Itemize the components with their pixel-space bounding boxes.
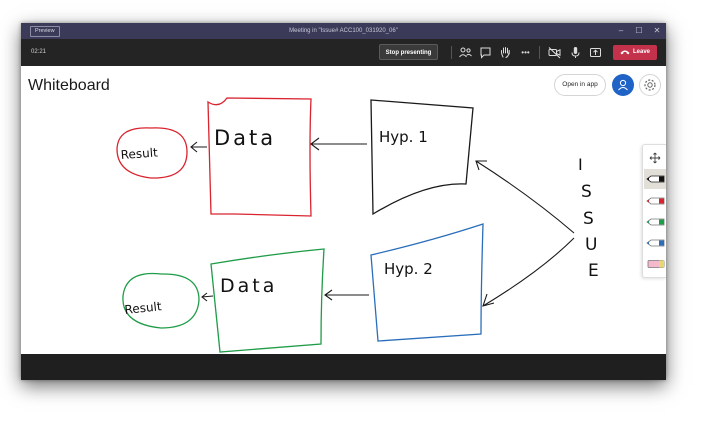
arrow-issue-to-hyp1 [475, 160, 575, 234]
issue-letter-2: S [581, 182, 592, 202]
window-title: Meeting in "Issue# ACC100_031920_06" [289, 28, 398, 34]
leave-label: Leave [633, 49, 651, 55]
arrow-hyp1-to-data-top [310, 137, 367, 151]
teams-meeting-window: Preview Meeting in "Issue# ACC100_031920… [21, 23, 666, 380]
gear-icon [644, 79, 656, 91]
person-icon [618, 79, 628, 91]
whiteboard-canvas[interactable]: Whiteboard Open in app Result Data Hyp. … [21, 66, 666, 354]
green-pen[interactable] [644, 212, 666, 232]
hyp2-label: Hyp. 2 [384, 260, 433, 278]
open-in-app-button[interactable]: Open in app [554, 74, 606, 96]
highlighter[interactable] [644, 254, 666, 274]
result-top-circle [116, 127, 188, 179]
red-pen[interactable] [644, 191, 666, 211]
arrow-hyp2-to-data-bottom [324, 289, 369, 301]
preview-badge: Preview [30, 26, 60, 37]
settings-button[interactable] [639, 74, 661, 96]
data-bottom-label: Data [220, 275, 277, 297]
black-pen[interactable] [644, 169, 666, 189]
stop-presenting-button[interactable]: Stop presenting [379, 44, 438, 60]
title-bar: Preview Meeting in "Issue# ACC100_031920… [21, 23, 666, 39]
result-bottom-circle [122, 272, 200, 329]
issue-letter-3: S [583, 209, 594, 229]
arrow-issue-to-hyp2 [482, 237, 575, 307]
chat-icon[interactable] [478, 45, 493, 60]
meeting-toolbar: 02:21 Stop presenting ••• Leave [21, 39, 666, 66]
hyp1-label: Hyp. 1 [379, 128, 428, 146]
arrow-data-to-result-top [190, 141, 207, 153]
whiteboard-title: Whiteboard [28, 77, 110, 94]
camera-off-icon[interactable] [547, 45, 562, 60]
maximize-button[interactable]: ☐ [635, 26, 643, 35]
more-actions-icon[interactable]: ••• [521, 48, 530, 57]
data-top-label: Data [214, 126, 276, 150]
meeting-timer: 02:21 [31, 49, 47, 55]
move-icon[interactable] [644, 148, 666, 168]
share-tray-icon[interactable] [588, 45, 603, 60]
blue-pen[interactable] [644, 233, 666, 253]
minimize-button[interactable]: – [618, 26, 624, 35]
pen-tray [642, 144, 666, 278]
arrow-data-to-result-bottom [201, 292, 214, 302]
toolbar-divider [451, 46, 452, 59]
result-bottom-label: Result [124, 299, 163, 317]
participants-icon[interactable] [458, 45, 473, 60]
avatar[interactable] [612, 74, 634, 96]
issue-letter-1: I [578, 155, 583, 174]
hang-up-icon [620, 50, 630, 55]
whiteboard-drawing: Result Data Hyp. 1 Result Data Hyp. 2 I … [116, 97, 599, 353]
result-top-label: Result [120, 145, 158, 162]
hyp1-box [370, 99, 474, 216]
issue-letter-5: E [588, 261, 599, 281]
microphone-icon[interactable] [568, 45, 583, 60]
issue-letter-4: U [585, 235, 597, 255]
leave-button[interactable]: Leave [613, 45, 657, 60]
toolbar-divider [539, 46, 540, 59]
bottom-bar [21, 354, 666, 380]
data-top-box [207, 97, 312, 217]
raise-hand-icon[interactable] [498, 45, 513, 60]
close-button[interactable]: ✕ [653, 26, 661, 35]
data-bottom-box [210, 248, 325, 353]
hyp2-box [370, 223, 484, 342]
